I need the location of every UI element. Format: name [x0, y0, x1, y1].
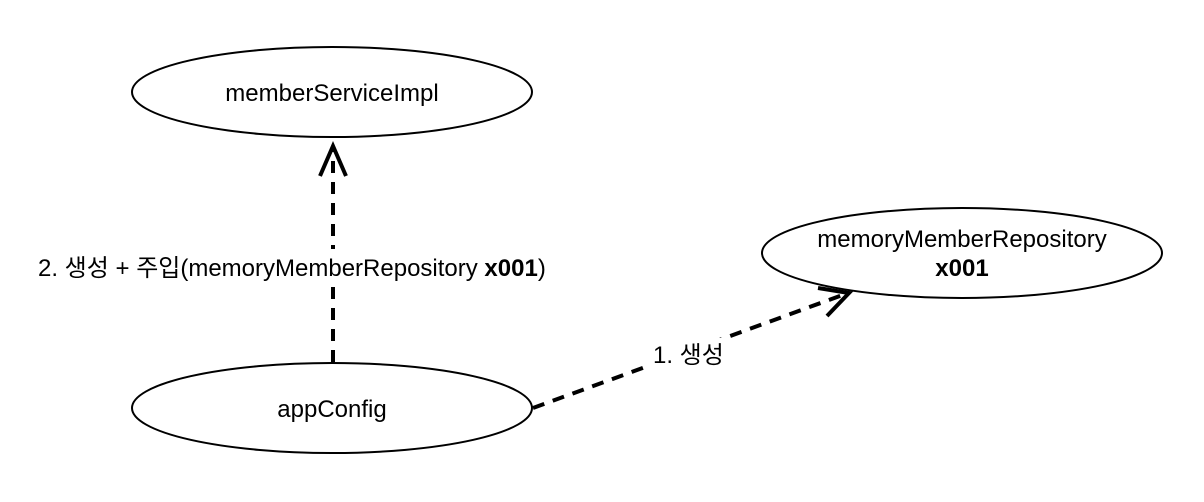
node-memory-member-repository-id: x001 [935, 255, 988, 282]
edge-create-line [532, 291, 849, 410]
arrow-up-icon [318, 140, 348, 177]
edge-create-inject-label-bold: x001 [484, 255, 537, 282]
node-memory-member-repository-label: memoryMemberRepository [817, 226, 1106, 253]
node-member-service-impl[interactable]: memberServiceImpl [131, 46, 533, 138]
node-app-config-shape [131, 362, 533, 454]
edge-create-inject-label-prefix: 2. 생성 + 주입(memoryMemberRepository [38, 255, 484, 282]
edge-create-label-group: 1. 생성 [650, 338, 734, 370]
edge-create-inject-label-group: 2. 생성 + 주입(memoryMemberRepository x001) [30, 249, 642, 285]
node-app-config[interactable]: appConfig [131, 362, 533, 454]
arrow-diagonal-icon [817, 286, 854, 318]
node-memory-member-repository[interactable]: memoryMemberRepository x001 [761, 207, 1163, 299]
node-member-service-impl-label: memberServiceImpl [225, 80, 438, 107]
node-app-config-label: appConfig [277, 396, 386, 423]
edge-create-label: 1. 생성 [653, 342, 724, 369]
edge-create-inject-label: 2. 생성 + 주입(memoryMemberRepository x001) [38, 255, 546, 282]
edge-create-inject-label-suffix: ) [538, 255, 546, 282]
node-memory-member-repository-shape [761, 207, 1163, 299]
edge-create [532, 286, 854, 410]
node-member-service-impl-shape [131, 46, 533, 138]
